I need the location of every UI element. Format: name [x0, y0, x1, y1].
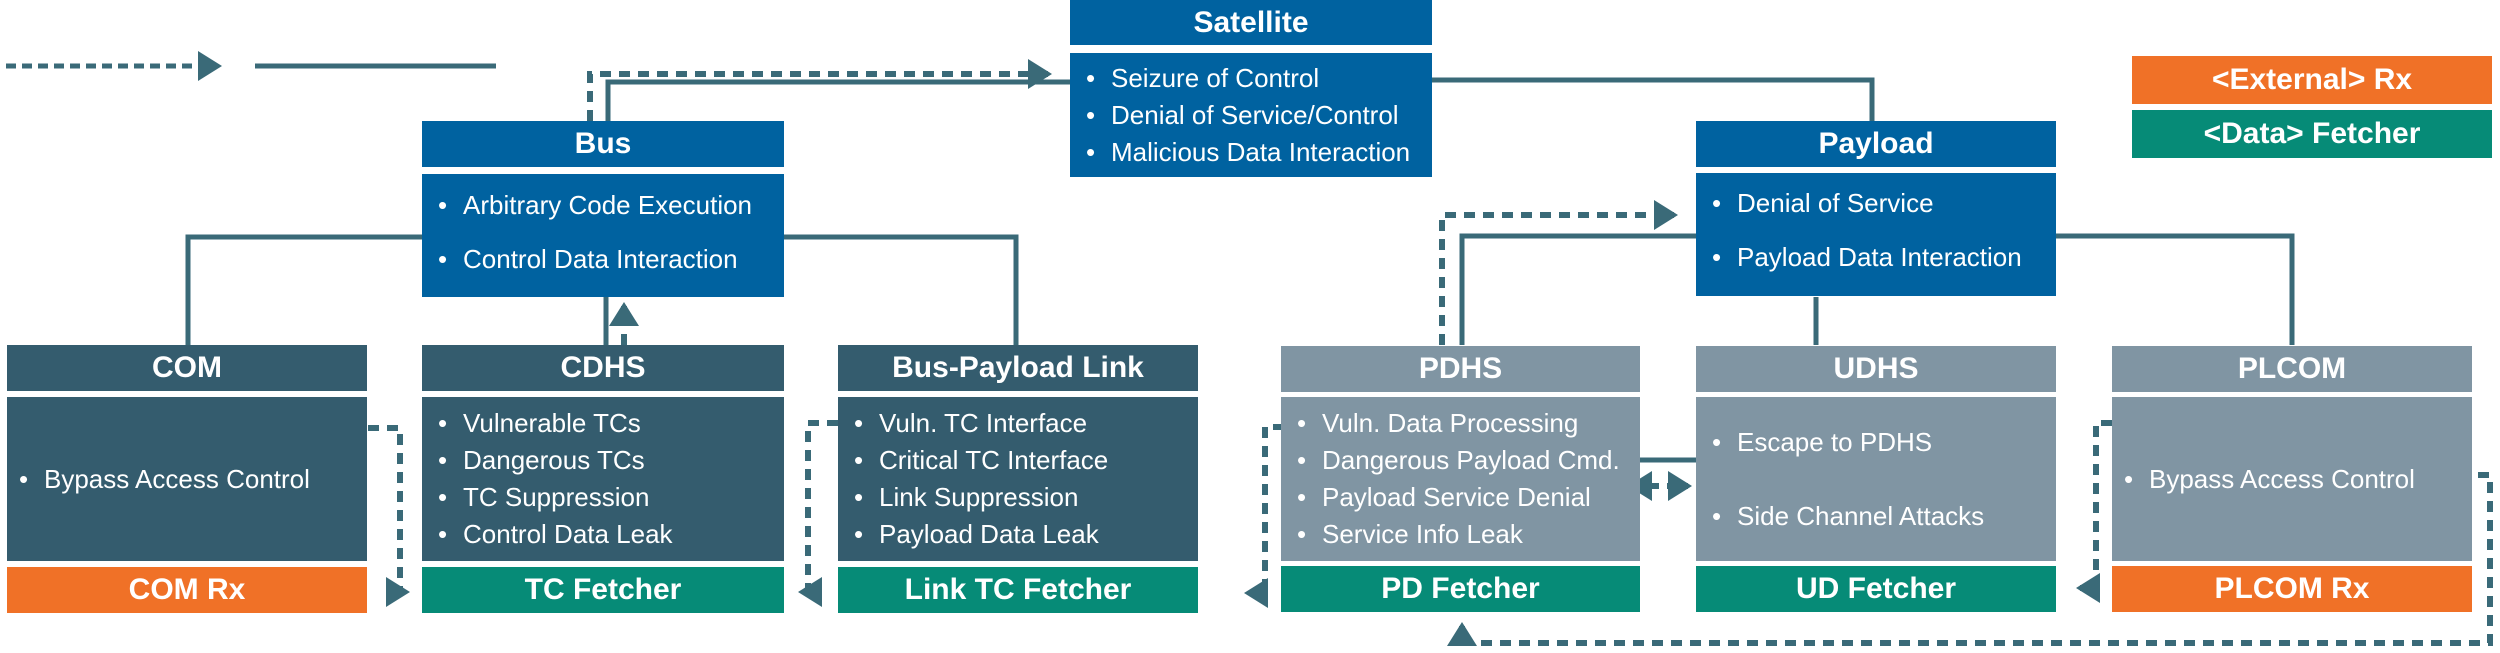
bus-threats[interactable]: Arbitrary Code Execution Control Data In… [422, 174, 784, 297]
ud-fetcher[interactable]: UD Fetcher [1696, 566, 2056, 612]
threat-item: Payload Data Interaction [1710, 230, 2056, 284]
payload-to-pdhs-line [1459, 233, 1696, 345]
pdhs-title: PDHS [1418, 352, 1503, 385]
bus-to-satellite-dashed-arrow [587, 59, 1052, 121]
udhs-threats[interactable]: Escape to PDHS Side Channel Attacks [1696, 397, 2056, 561]
plcom-title: PLCOM [2237, 352, 2347, 385]
pdhs-to-payload-dashed-arrow [1439, 200, 1678, 345]
payload-header[interactable]: Payload [1696, 121, 2056, 167]
com-header[interactable]: COM [7, 345, 367, 391]
threat-item: Vulnerable TCs [436, 405, 784, 442]
plcom-to-ud-fetcher-dashed-arrow [2076, 420, 2112, 603]
threat-item: Payload Service Denial [1295, 479, 1640, 516]
tc-fetcher-label: TC Fetcher [524, 573, 682, 606]
threat-item: Seizure of Control [1084, 60, 1432, 97]
threat-item: TC Suppression [436, 479, 784, 516]
plcom-rx[interactable]: PLCOM Rx [2112, 566, 2472, 612]
pd-fetcher[interactable]: PD Fetcher [1281, 566, 1640, 612]
com-rx[interactable]: COM Rx [7, 567, 367, 613]
satellite-title: Satellite [1193, 5, 1309, 39]
threat-item: Link Suppression [852, 479, 1198, 516]
cdhs-header[interactable]: CDHS [422, 345, 784, 391]
threat-item: Payload Data Leak [852, 516, 1198, 553]
threat-item: Malicious Data Interaction [1084, 134, 1432, 171]
link-to-tc-fetcher-dashed-arrow [798, 420, 838, 607]
threat-item: Denial of Service [1710, 176, 2056, 230]
satellite-to-payload-line [1432, 77, 1875, 121]
pdhs-threats[interactable]: Vuln. Data Processing Dangerous Payload … [1281, 397, 1640, 561]
threat-item: Dangerous TCs [436, 442, 784, 479]
pd-fetcher-label: PD Fetcher [1381, 572, 1540, 605]
bus-to-link-line [784, 234, 1019, 345]
satellite-header[interactable]: Satellite [1070, 0, 1432, 45]
threat-item: Dangerous Payload Cmd. [1295, 442, 1640, 479]
link-tc-fetcher-label: Link TC Fetcher [904, 573, 1132, 606]
threat-item: Denial of Service/Control [1084, 97, 1432, 134]
threat-item: Escape to PDHS [1710, 405, 2056, 479]
threat-item: Vuln. Data Processing [1295, 405, 1640, 442]
bus-payload-link-threats[interactable]: Vuln. TC Interface Critical TC Interface… [838, 397, 1198, 561]
legend-external-rx: <External> Rx [2132, 56, 2492, 104]
tc-fetcher[interactable]: TC Fetcher [422, 567, 784, 613]
plcom-to-pd-fetcher-dashed-arrow [1447, 472, 2493, 646]
payload-title: Payload [1818, 127, 1934, 160]
com-to-tc-fetcher-dashed-arrow [368, 425, 410, 607]
threat-item: Bypass Access Control [2122, 461, 2472, 498]
satellite-threats[interactable]: Seizure of Control Denial of Service/Con… [1070, 53, 1432, 177]
cdhs-title: CDHS [560, 351, 646, 384]
bus-to-satellite-line [605, 79, 1072, 121]
legend-external-rx-label: <External> Rx [2211, 63, 2413, 96]
payload-threats[interactable]: Denial of Service Payload Data Interacti… [1696, 173, 2056, 296]
pdhs-header[interactable]: PDHS [1281, 346, 1640, 392]
threat-item: Side Channel Attacks [1710, 479, 2056, 553]
threat-item: Vuln. TC Interface [852, 405, 1198, 442]
com-title: COM [152, 351, 222, 384]
threat-item: Bypass Access Control [17, 461, 367, 498]
threat-item: Control Data Interaction [436, 232, 784, 286]
plcom-threats[interactable]: Bypass Access Control [2112, 397, 2472, 561]
threat-item: Critical TC Interface [852, 442, 1198, 479]
udhs-header[interactable]: UDHS [1696, 346, 2056, 392]
bus-payload-link-title: Bus-Payload Link [892, 351, 1144, 384]
plcom-header[interactable]: PLCOM [2112, 346, 2472, 392]
cdhs-threats[interactable]: Vulnerable TCs Dangerous TCs TC Suppress… [422, 397, 784, 561]
bus-header[interactable]: Bus [422, 121, 784, 167]
com-rx-label: COM Rx [128, 573, 246, 606]
legend-data-fetcher-label: <Data> Fetcher [2203, 117, 2421, 150]
bus-to-com-line [185, 234, 422, 345]
ud-fetcher-label: UD Fetcher [1795, 572, 1957, 605]
pdhs-to-link-fetcher-dashed-arrow [1244, 424, 1284, 608]
udhs-title: UDHS [1833, 352, 1919, 385]
threat-item: Control Data Leak [436, 516, 784, 553]
payload-to-plcom-line [2056, 233, 2295, 345]
plcom-rx-label: PLCOM Rx [2214, 572, 2370, 605]
legend-data-fetcher: <Data> Fetcher [2132, 110, 2492, 158]
link-tc-fetcher[interactable]: Link TC Fetcher [838, 567, 1198, 613]
bus-payload-link-header[interactable]: Bus-Payload Link [838, 345, 1198, 391]
threat-item: Service Info Leak [1295, 516, 1640, 553]
threat-item: Arbitrary Code Execution [436, 178, 784, 232]
bus-title: Bus [574, 127, 632, 160]
com-threats[interactable]: Bypass Access Control [7, 397, 367, 561]
